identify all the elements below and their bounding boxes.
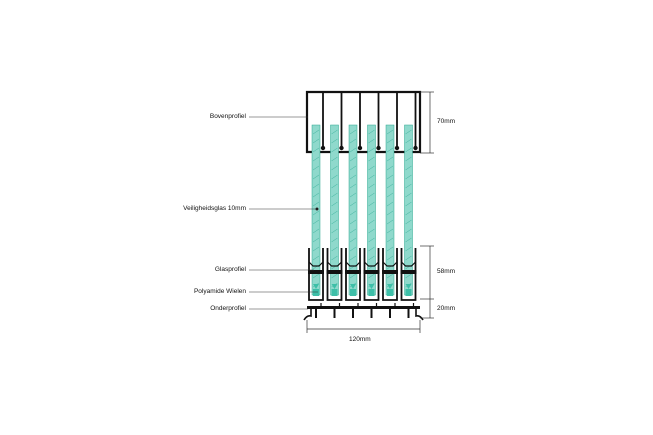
label-safety-glass: Veiligheidsglas 10mm <box>183 205 246 212</box>
polyamide-wheel <box>405 284 412 296</box>
glass-profile <box>382 248 398 301</box>
polyamide-wheel <box>387 284 393 296</box>
label-glass-profile: Glasprofiel <box>214 266 246 273</box>
glass-pane <box>348 124 358 296</box>
dim-glass-profile-height: 58mm <box>437 268 456 275</box>
label-bottom-profile: Onderprofiel <box>210 305 246 312</box>
glass-profile <box>363 248 380 301</box>
top-profile <box>305 90 422 154</box>
glass-pane <box>404 124 413 296</box>
polyamide-wheel <box>350 284 356 296</box>
polyamide-wheel <box>331 284 338 296</box>
rail-tooth <box>352 303 359 318</box>
label-top-profile: Bovenprofiel <box>209 113 246 120</box>
glass-profile <box>400 248 417 301</box>
leader-safety-glass-dot <box>315 207 319 211</box>
dim-top-height: 70mm <box>437 118 456 125</box>
polyamide-wheel <box>313 284 319 296</box>
bottom-profile <box>303 303 424 321</box>
dim-total-width: 120mm <box>349 336 371 343</box>
dimension-lines <box>306 91 434 333</box>
rail-tooth <box>407 303 415 318</box>
glass-pane <box>385 124 395 296</box>
rail-tooth <box>315 303 322 318</box>
glass-pane <box>367 124 376 296</box>
rail-tooth <box>389 303 396 318</box>
leader-lines <box>249 116 319 310</box>
glass-profile <box>345 248 361 301</box>
rail-tooth <box>370 303 378 318</box>
glass-profile-units <box>308 248 417 301</box>
label-polyamide-wheels: Polyamide Wielen <box>193 288 246 295</box>
glass-profile <box>308 248 324 301</box>
polyamide-wheel <box>368 284 375 296</box>
glass-profile <box>326 248 343 301</box>
glass-pane <box>330 124 339 296</box>
rail-tooth <box>333 303 341 318</box>
dim-bottom-height: 20mm <box>437 305 456 312</box>
